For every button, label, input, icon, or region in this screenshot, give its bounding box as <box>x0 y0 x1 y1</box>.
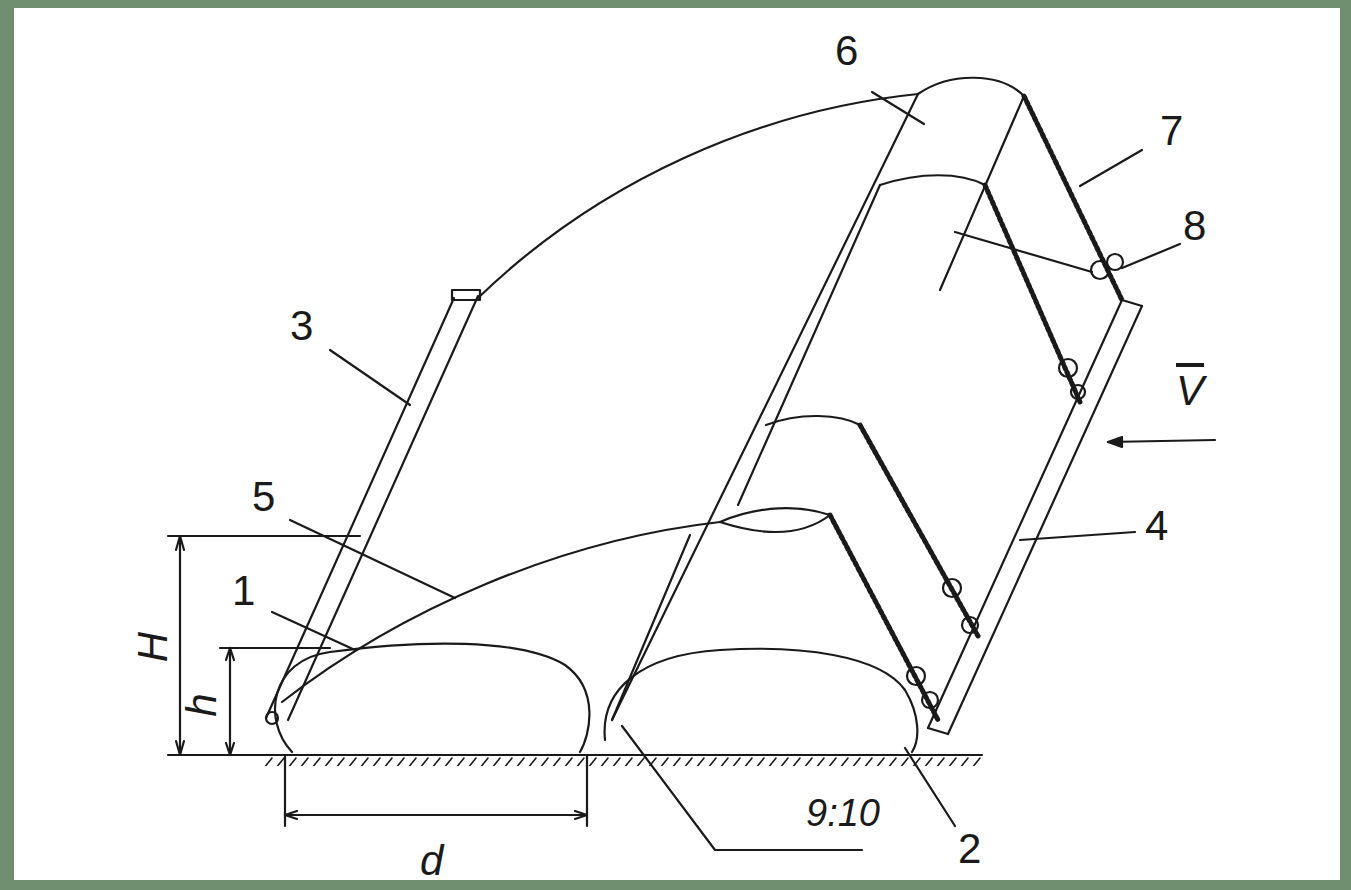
callout-number: 4 <box>1145 505 1168 547</box>
dimension-label: h <box>181 693 223 716</box>
dimension-label: d <box>420 840 443 882</box>
dimension-label: H <box>132 632 174 662</box>
callout-number: 5 <box>252 476 275 518</box>
callout-number: 1 <box>232 570 255 612</box>
callout-number: 8 <box>1183 205 1206 247</box>
dimension-label: 9:10 <box>806 794 880 832</box>
callout-number: 3 <box>290 305 313 347</box>
callout-number: 7 <box>1160 110 1183 152</box>
callout-number: 2 <box>958 828 981 870</box>
callout-number: 6 <box>835 30 858 72</box>
dimension-label: V <box>1176 370 1204 412</box>
background-panel <box>14 8 1340 880</box>
